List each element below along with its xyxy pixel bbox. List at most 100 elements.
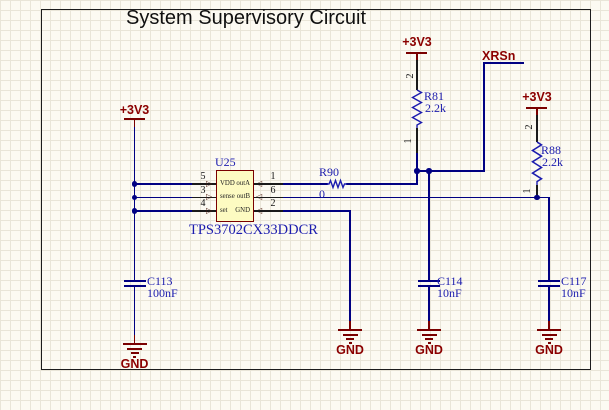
gnd-label[interactable]: GND	[336, 343, 364, 357]
gnd-symbol-bar[interactable]	[417, 329, 441, 331]
gnd-label[interactable]: GND	[120, 357, 149, 371]
capacitor-c113-plate[interactable]	[123, 280, 146, 282]
ic-pin2-stub	[254, 210, 284, 212]
resistor-r81-symbol[interactable]	[411, 89, 423, 128]
gnd-symbol-bar	[348, 342, 352, 344]
gnd-stub	[428, 321, 430, 330]
resistor-r88-designator[interactable]: R88	[541, 143, 562, 157]
resistor-r88-symbol[interactable]	[531, 141, 543, 185]
gnd-symbol-bar	[342, 333, 358, 336]
wire-pin5[interactable]	[134, 183, 193, 185]
pin-arrow-icon: ▷	[206, 178, 213, 188]
gnd-symbol-bar[interactable]	[338, 329, 362, 331]
gnd-label[interactable]: GND	[535, 343, 563, 357]
schematic-title[interactable]: System Supervisory Circuit	[126, 7, 367, 29]
ic-pin-name: VDD	[220, 179, 235, 187]
ic-pin6-stub	[254, 196, 284, 199]
gnd-symbol-bar	[427, 342, 431, 344]
capacitor-c117-plate[interactable]	[538, 280, 560, 282]
ic-designator[interactable]: U25	[215, 155, 236, 169]
wire-xrsn-h[interactable]	[483, 62, 524, 64]
capacitor-c117-designator[interactable]: C117	[561, 274, 587, 288]
r81-pin1-number: 1	[402, 138, 414, 144]
r88-pin2-number: 2	[523, 124, 535, 130]
gnd-symbol-bar	[547, 342, 551, 344]
ic-pin-name: sense	[220, 193, 235, 200]
resistor-r90-designator[interactable]: R90	[319, 165, 340, 179]
wire-c113-gnd[interactable]	[133, 287, 136, 335]
wire-c114-top[interactable]	[428, 170, 430, 280]
gnd-stub	[349, 321, 351, 330]
wire-pin2-gnd[interactable]	[283, 210, 350, 212]
resistor-r81-value[interactable]: 2.2k	[425, 101, 446, 115]
sheet-border	[41, 9, 591, 370]
ic-pin-name: outA	[236, 179, 250, 187]
junction-dot	[534, 194, 540, 201]
junction-dot	[131, 208, 138, 214]
wire-c117-gnd[interactable]	[548, 287, 550, 321]
wire-pin4[interactable]	[134, 210, 193, 212]
capacitor-c114-designator[interactable]: C114	[437, 274, 463, 288]
gnd-label[interactable]: GND	[415, 343, 443, 357]
capacitor-c114-plate[interactable]	[418, 285, 440, 287]
wire-left-rail[interactable]	[133, 127, 136, 280]
ic-pin4-stub	[192, 210, 216, 212]
wire-outb[interactable]	[283, 196, 549, 199]
net-label-xrsn[interactable]: XRSn	[482, 49, 516, 63]
gnd-symbol-bar	[130, 352, 139, 354]
wire-pin2-gnd-drop[interactable]	[349, 210, 351, 321]
capacitor-c117-value[interactable]: 10nF	[561, 286, 586, 300]
capacitor-c113-plate[interactable]	[123, 285, 146, 287]
wire-xrsn-v[interactable]	[483, 62, 485, 172]
power-stub	[415, 54, 418, 61]
gnd-symbol-bar	[127, 347, 142, 350]
power-port-3v3-r88-label[interactable]: +3V3	[522, 90, 552, 104]
capacitor-c113-designator[interactable]: C113	[147, 274, 173, 288]
resistor-r90-value[interactable]: 0	[319, 187, 325, 201]
power-stub	[133, 120, 136, 127]
power-port-3v3-left-label[interactable]: +3V3	[119, 103, 150, 117]
gnd-symbol-bar[interactable]	[122, 343, 147, 345]
ic-part-number[interactable]: TPS3702CX33DDCR	[189, 222, 318, 238]
gnd-symbol-bar[interactable]	[537, 329, 561, 331]
gnd-symbol-bar	[346, 338, 354, 340]
power-port-3v3-r81-label[interactable]: +3V3	[402, 35, 432, 49]
junction-dot	[131, 181, 138, 187]
junction-dot	[414, 168, 420, 174]
wire-outa-b[interactable]	[346, 183, 418, 185]
capacitor-c113-value[interactable]: 100nF	[147, 286, 178, 300]
resistor-r81-designator[interactable]: R81	[424, 89, 445, 103]
r81-pin2-number: 2	[404, 73, 416, 79]
pin-arrow-icon: ▷	[206, 205, 213, 215]
wire-c117-top[interactable]	[548, 196, 550, 281]
resistor-r88-value[interactable]: 2.2k	[542, 155, 563, 169]
wire-c114-gnd[interactable]	[428, 287, 430, 321]
pin-number: 1	[270, 171, 276, 182]
gnd-symbol-bar	[421, 333, 437, 336]
power-stub	[535, 109, 538, 116]
r88-pin2-stub	[535, 115, 538, 142]
capacitor-c114-plate[interactable]	[418, 280, 440, 282]
ic-pin5-stub	[192, 183, 216, 185]
power-bar	[124, 118, 145, 120]
pin-number: 5	[200, 171, 206, 182]
pin-number: 3	[200, 184, 206, 196]
resistor-r90-symbol[interactable]	[327, 178, 347, 190]
ic-pin-name: GND	[235, 206, 250, 214]
ic-pin-name: set	[220, 206, 228, 214]
ic-body[interactable]: VDD outA sense outB set GND	[216, 170, 254, 222]
gnd-stub	[133, 335, 136, 344]
pin-arrow-icon: ▷	[206, 192, 213, 201]
gnd-stub	[548, 321, 550, 330]
wire-outa-a[interactable]	[283, 183, 328, 185]
power-bar	[406, 52, 427, 54]
wire-pin3[interactable]	[134, 196, 193, 199]
r81-pin2-stub	[415, 60, 418, 90]
capacitor-c117-plate[interactable]	[538, 285, 560, 287]
wire-reset-rail[interactable]	[416, 170, 485, 172]
ic-pin3-stub	[192, 196, 216, 199]
capacitor-c114-value[interactable]: 10nF	[437, 286, 462, 300]
gnd-symbol-bar	[133, 356, 136, 358]
r88-pin1-number: 1	[522, 188, 533, 194]
